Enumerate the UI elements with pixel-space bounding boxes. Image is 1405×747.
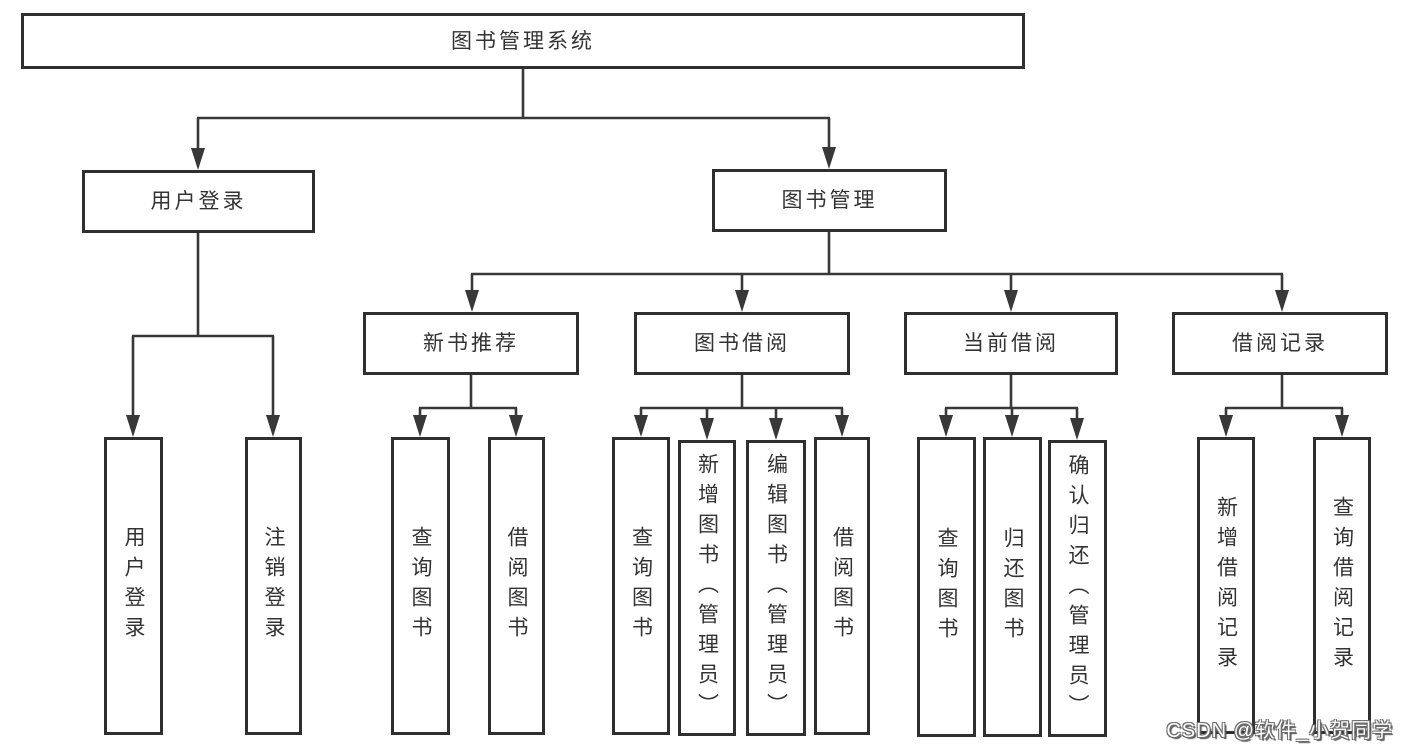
node-book-management: 图书管理 [712,169,947,232]
node-new-book-recommend-label: 新书推荐 [423,332,519,355]
leaf-query-borrow-record-label: 查询借阅记录 [1330,495,1354,676]
leaf-query-books-current: 查询图书 [917,437,976,737]
node-book-management-label: 图书管理 [781,189,878,212]
node-new-book-recommend: 新书推荐 [363,312,579,375]
leaf-add-borrow-record: 新增借阅记录 [1197,437,1255,734]
node-user-login-label: 用户登录 [150,190,247,213]
node-library-management-system-label: 图书管理系统 [451,29,595,53]
leaf-query-books-current-label: 查询图书 [935,527,958,647]
leaf-borrow-books-recommend-label: 借阅图书 [505,526,528,646]
node-current-borrow-label: 当前借阅 [963,332,1059,355]
leaf-add-books-admin: 新增图书（管理员） [678,440,736,736]
leaf-query-books-borrow-label: 查询图书 [629,526,653,646]
leaf-borrow-books-recommend: 借阅图书 [488,437,545,735]
leaf-logout: 注销登录 [245,437,302,735]
node-current-borrow: 当前借阅 [904,312,1118,375]
leaf-query-books-recommend-label: 查询图书 [409,526,432,646]
arrowhead-icons [126,147,1349,440]
leaf-query-borrow-record: 查询借阅记录 [1313,437,1371,734]
node-book-borrow: 图书借阅 [634,312,850,375]
node-user-login: 用户登录 [82,170,315,233]
leaf-borrow-books-borrow: 借阅图书 [814,437,870,735]
leaf-add-borrow-record-label: 新增借阅记录 [1214,495,1238,676]
node-library-management-system: 图书管理系统 [21,13,1025,69]
leaf-query-books-recommend: 查询图书 [391,437,450,735]
csdn-watermark: CSDN @软件_小贺同学 [1166,720,1393,742]
leaf-edit-books-admin: 编辑图书（管理员） [746,440,806,736]
leaf-confirm-return-admin: 确认归还（管理员） [1048,440,1107,737]
leaf-confirm-return-admin-label: 确认归还（管理员） [1066,453,1089,724]
node-borrow-records-label: 借阅记录 [1232,332,1328,355]
leaf-return-books: 归还图书 [983,437,1042,737]
node-book-borrow-label: 图书借阅 [694,332,790,355]
leaf-add-books-admin-label: 新增图书（管理员） [695,453,719,723]
leaf-user-login: 用户登录 [104,437,163,735]
leaf-edit-books-admin-label: 编辑图书（管理员） [764,453,788,723]
leaf-borrow-books-borrow-label: 借阅图书 [830,526,854,646]
leaf-query-books-borrow: 查询图书 [612,437,670,735]
node-borrow-records: 借阅记录 [1172,312,1388,375]
leaf-logout-label: 注销登录 [262,526,285,646]
leaf-return-books-label: 归还图书 [1001,527,1024,647]
leaf-user-login-label: 用户登录 [122,526,145,646]
